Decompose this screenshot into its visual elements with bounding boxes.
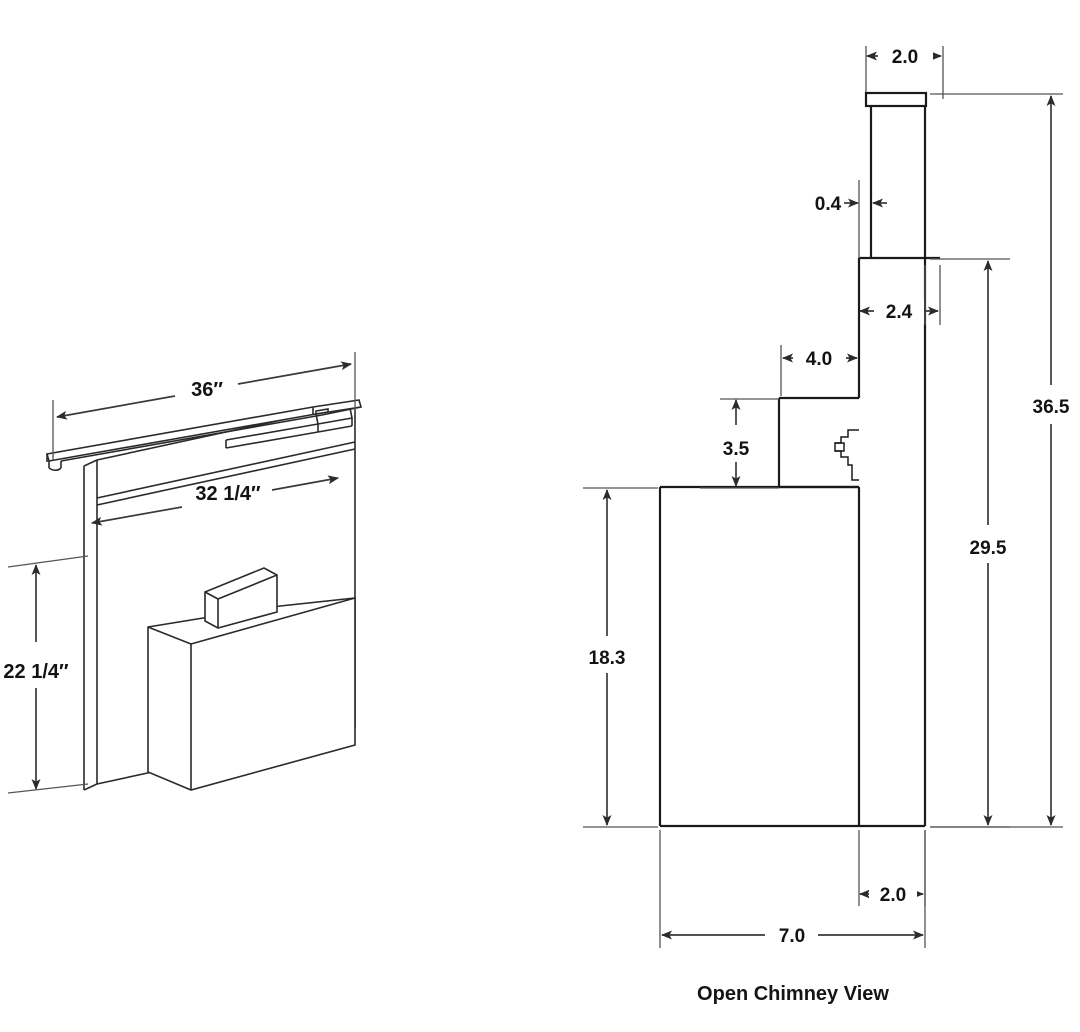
right-chimney-view: 2.0 0.4 2.4 4.0 — [583, 44, 1070, 1005]
dim-label-32-25: 32 1/4″ — [195, 483, 261, 505]
left-isometric-view: 36″ 32 1/4″ 22 1/4″ — [3, 352, 363, 794]
appliance-box — [147, 597, 356, 791]
chimney-base — [857, 256, 940, 826]
dim-18-3: 18.3 — [583, 487, 658, 828]
dim-label-36: 36″ — [191, 379, 223, 401]
dim-label-4-0: 4.0 — [806, 349, 832, 370]
dim-label-2-4: 2.4 — [886, 302, 913, 323]
dim-2-0-top: 2.0 — [865, 44, 944, 99]
dim-32-quarter-inches: 32 1/4″ — [91, 475, 339, 526]
dim-label-0-4: 0.4 — [815, 194, 842, 215]
mounting-bracket-box — [777, 396, 859, 489]
hood-vent-detail — [315, 408, 329, 415]
dim-label-22-25: 22 1/4″ — [3, 661, 69, 683]
chimney-duct — [869, 106, 927, 258]
hood-body-box — [658, 485, 925, 828]
hood-band-lines — [96, 441, 356, 506]
dim-36-inches: 36″ — [52, 352, 356, 460]
dim-36-5: 36.5 — [930, 93, 1070, 828]
dim-label-7-0: 7.0 — [779, 926, 805, 947]
view-caption-open-chimney: Open Chimney View — [697, 983, 889, 1005]
dim-2-4: 2.4 — [859, 265, 941, 325]
dim-29-5: 29.5 — [930, 258, 1010, 828]
dim-2-0-bottom: 2.0 — [858, 830, 926, 906]
dim-22-quarter-inches: 22 1/4″ — [3, 555, 89, 794]
dim-label-2-0-top: 2.0 — [892, 47, 918, 68]
dim-label-18-3: 18.3 — [589, 648, 626, 669]
appliance-top-box — [204, 567, 278, 629]
dim-label-29-5: 29.5 — [970, 538, 1007, 559]
dim-4-0: 4.0 — [780, 345, 858, 396]
chimney-cap — [864, 91, 928, 108]
dim-label-2-0-bottom: 2.0 — [880, 885, 906, 906]
dim-3-5: 3.5 — [700, 398, 779, 489]
dim-label-3-5: 3.5 — [723, 439, 750, 460]
hood-top-slab — [45, 399, 363, 472]
dim-0-4: 0.4 — [815, 180, 887, 258]
dim-7-0: 7.0 — [659, 830, 926, 948]
bracket-flange-profile — [834, 429, 859, 481]
dim-label-36-5: 36.5 — [1033, 397, 1070, 418]
